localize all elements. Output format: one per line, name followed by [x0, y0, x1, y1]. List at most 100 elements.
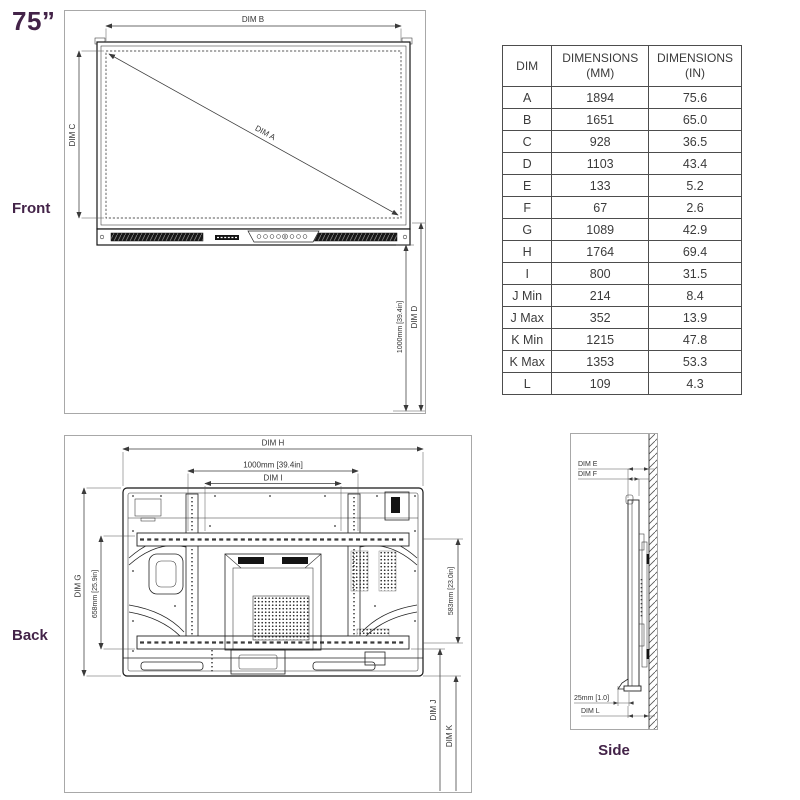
table-cell: 1215	[551, 328, 650, 351]
side-dim-l-label: DIM L	[581, 708, 600, 715]
control-button-strip	[215, 235, 239, 240]
table-cell: 42.9	[648, 218, 742, 241]
table-cell: J Min	[501, 284, 553, 307]
table-cell: 36.5	[648, 130, 742, 153]
table-cell: 75.6	[648, 86, 742, 109]
screw-left	[99, 234, 105, 240]
table-cell: 67	[551, 196, 650, 219]
table-cell: 31.5	[648, 262, 742, 285]
module-vent-grille	[252, 595, 310, 641]
bottom-slot	[312, 661, 376, 671]
front-view-label: Front	[12, 200, 51, 217]
table-cell: 2.6	[648, 196, 742, 219]
bottom-section	[123, 649, 423, 675]
table-cell: 65.0	[648, 108, 742, 131]
table-header-mm-line1: DIMENSIONS	[562, 51, 639, 65]
table-cell: J Max	[501, 306, 553, 329]
label-plate	[134, 498, 162, 517]
table-header-mm-line2: (MM)	[586, 66, 615, 80]
table-cell: 47.8	[648, 328, 742, 351]
module-bay	[224, 553, 322, 651]
back-inner-panel	[127, 492, 419, 672]
front-display	[94, 37, 413, 246]
screw-right	[402, 234, 408, 240]
table-header-dim: DIM	[501, 45, 553, 87]
table-cell: B	[501, 108, 553, 131]
side-dim-e-label: DIM E	[578, 461, 598, 468]
back-dim-g: DIM G	[74, 487, 121, 677]
side-dim-e: DIM E	[578, 461, 655, 498]
back-dim-k-label: DIM K	[445, 724, 454, 747]
back-left-span-label: 658mm [25.9in]	[92, 570, 99, 618]
bottom-slot	[140, 661, 204, 671]
table-cell: 352	[551, 306, 650, 329]
wall-mount-bracket	[641, 541, 648, 668]
back-right-span-dim: 583mm [23.0in]	[423, 538, 463, 644]
table-cell: A	[501, 86, 553, 109]
mount-rails	[136, 532, 410, 650]
table-cell: 1651	[551, 108, 650, 131]
side-dim-f-label: DIM F	[578, 471, 597, 478]
front-dim-d-label: DIM D	[410, 305, 419, 328]
front-floor-height-label: 1000mm [39.4in]	[397, 301, 404, 353]
handle-cutout	[148, 553, 184, 595]
table-cell: E	[501, 174, 553, 197]
back-mount-width-label: 1000mm [39.4in]	[243, 461, 303, 470]
table-cell: H	[501, 240, 553, 263]
table-header-in-line2: (IN)	[685, 66, 706, 80]
table-cell: 43.4	[648, 152, 742, 175]
front-bezel-inner	[100, 45, 407, 226]
table-header-in: DIMENSIONS(IN)	[648, 45, 742, 87]
side-dim-f: DIM F	[578, 471, 649, 496]
stand-bracket	[230, 649, 286, 675]
top-cap	[625, 494, 634, 505]
table-header-mm: DIMENSIONS(MM)	[551, 45, 650, 87]
side-chassis	[627, 499, 640, 689]
back-dim-h-label: DIM H	[262, 439, 285, 448]
table-cell: 53.3	[648, 350, 742, 373]
table-cell: 109	[551, 372, 650, 395]
back-view-label: Back	[12, 627, 48, 644]
screw-dots	[132, 495, 416, 652]
side-bottom-gap-label: 25mm [1.0]	[574, 695, 609, 702]
back-view-drawing: DIM H 1000mm [39.4in] DIM I DIM G	[74, 439, 463, 791]
table-cell: 133	[551, 174, 650, 197]
back-right-span-label: 583mm [23.0in]	[448, 567, 455, 615]
table-cell: K Min	[501, 328, 553, 351]
back-mount-width-dim: 1000mm [39.4in]	[187, 461, 359, 531]
back-dim-g-label: DIM G	[74, 574, 83, 597]
table-cell: 1764	[551, 240, 650, 263]
bottom-cap	[623, 685, 642, 692]
table-header-in-line1: DIMENSIONS	[657, 51, 734, 65]
table-cell: 800	[551, 262, 650, 285]
front-view-panel: DIM B DIM C DIM A 1000mm [39.4in]	[64, 10, 426, 414]
side-view-label: Side	[598, 742, 630, 759]
table-cell: L	[501, 372, 553, 395]
table-cell: 1894	[551, 86, 650, 109]
table-cell: 4.3	[648, 372, 742, 395]
table-cell: G	[501, 218, 553, 241]
side-view-panel: DIM E DIM F 25mm [1.0]	[570, 433, 658, 730]
table-cell: F	[501, 196, 553, 219]
front-view-drawing: DIM B DIM C DIM A 1000mm [39.4in]	[68, 15, 425, 412]
table-cell: 214	[551, 284, 650, 307]
table-cell: 8.4	[648, 284, 742, 307]
page-title: 75”	[12, 6, 56, 36]
table-cell: I	[501, 262, 553, 285]
table-cell: C	[501, 130, 553, 153]
vent-grille	[350, 550, 369, 592]
table-cell: 928	[551, 130, 650, 153]
vent-grille	[356, 628, 390, 637]
table-cell: 1353	[551, 350, 650, 373]
back-dim-j-label: DIM J	[429, 700, 438, 721]
